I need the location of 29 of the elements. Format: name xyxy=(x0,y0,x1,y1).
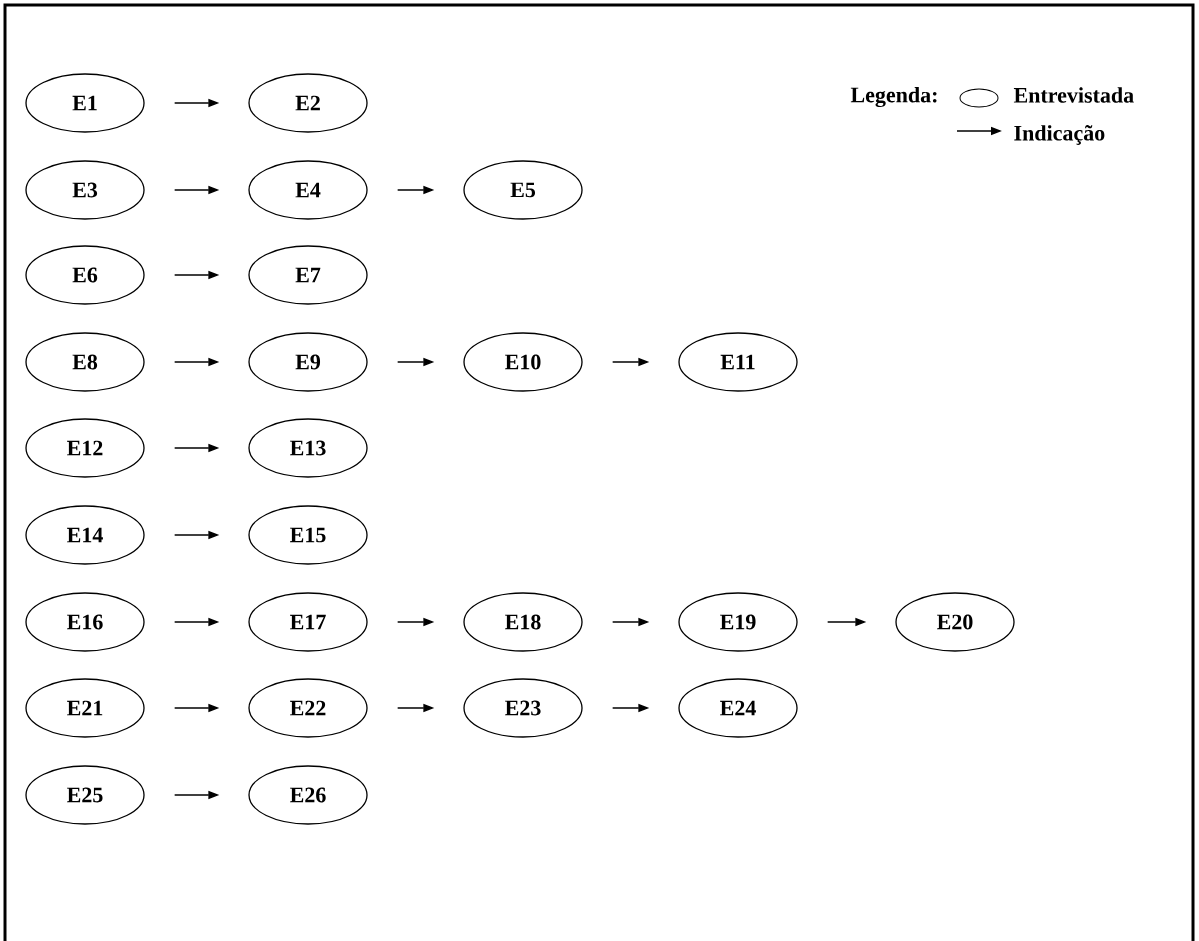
ellipse-node: E23 xyxy=(463,678,583,738)
ellipse-node: E9 xyxy=(248,332,368,392)
ellipse-node: E11 xyxy=(678,332,798,392)
ellipse-node: E6 xyxy=(25,245,145,305)
ellipse-node: E19 xyxy=(678,592,798,652)
ellipse-node: E24 xyxy=(678,678,798,738)
ellipse-node: E16 xyxy=(25,592,145,652)
ellipse-node: E22 xyxy=(248,678,368,738)
legend-title: Legenda: xyxy=(850,86,937,108)
ellipse-node: E25 xyxy=(25,765,145,825)
ellipse-node: E8 xyxy=(25,332,145,392)
ellipse-node: E14 xyxy=(25,505,145,565)
ellipse-node: E4 xyxy=(248,160,368,220)
ellipse-node: E12 xyxy=(25,418,145,478)
ellipse-node: E3 xyxy=(25,160,145,220)
ellipse-node: E10 xyxy=(463,332,583,392)
legend-text: Entrevistada xyxy=(1013,87,1134,103)
ellipse-node: E2 xyxy=(248,73,368,133)
ellipse-node: E1 xyxy=(25,73,145,133)
ellipse-node: E15 xyxy=(248,505,368,565)
ellipse-node: E26 xyxy=(248,765,368,825)
ellipse-node: E20 xyxy=(895,592,1015,652)
ellipse-node: E13 xyxy=(248,418,368,478)
ellipse-node: E7 xyxy=(248,245,368,305)
ellipse-node: E18 xyxy=(463,592,583,652)
ellipse-node: E21 xyxy=(25,678,145,738)
ellipse-node: E17 xyxy=(248,592,368,652)
legend-text: Indicação xyxy=(1014,125,1105,145)
ellipse-node: E5 xyxy=(463,160,583,220)
